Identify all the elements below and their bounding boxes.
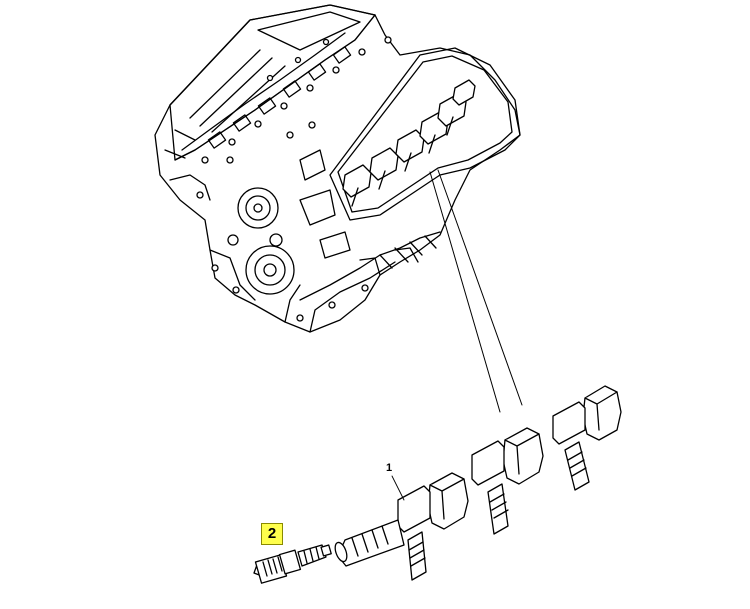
engine-block-drawing: [154, 4, 521, 333]
callout-1-leader: [391, 475, 405, 501]
callout-label-ignition-coil[interactable]: 1: [386, 462, 393, 474]
leader-lines: [429, 169, 523, 413]
spark-plug-drawing: [253, 544, 332, 584]
callout-label-spark-plug[interactable]: 2: [261, 523, 283, 545]
ignition-coil-drawing: [334, 385, 622, 581]
